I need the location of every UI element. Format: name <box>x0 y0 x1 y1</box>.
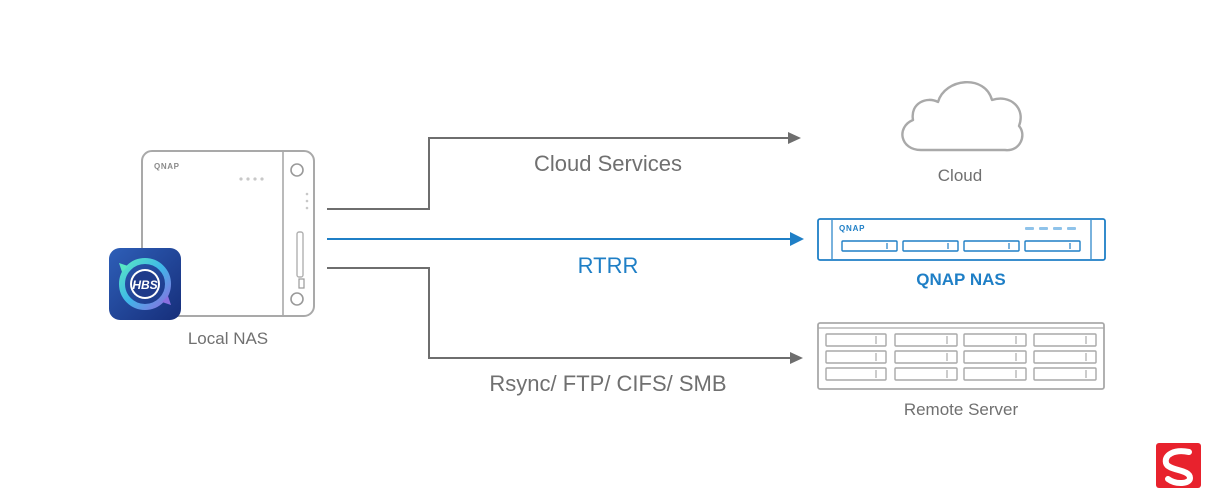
cloud-services-connector <box>327 132 801 210</box>
arrow-right-icon <box>790 352 803 364</box>
local-nas-brand: QNAP <box>154 162 180 171</box>
s-logo-icon <box>1156 443 1201 488</box>
local-nas-device: QNAP <box>141 150 315 317</box>
arrow-right-icon <box>790 232 804 246</box>
qnap-nas-label: QNAP NAS <box>916 270 1005 289</box>
drive-slot <box>296 231 304 278</box>
indicator-leds <box>305 192 309 210</box>
cloud-label: Cloud <box>938 166 982 185</box>
hbs-badge-label: HBS <box>132 278 157 292</box>
rtrr-label: RTRR <box>578 253 639 278</box>
qnap-rack-nas: QNAP <box>817 218 1106 261</box>
cloud-services-label: Cloud Services <box>534 151 682 176</box>
rsync-label: Rsync/ FTP/ CIFS/ SMB <box>489 371 726 396</box>
rack-leds <box>1025 227 1076 230</box>
rack-drive-bays <box>841 240 1081 252</box>
copy-button <box>290 292 304 306</box>
arrow-right-icon <box>788 132 801 144</box>
usb-port <box>298 278 305 289</box>
remote-server-label: Remote Server <box>904 400 1019 419</box>
hbs-sync-icon: HBS <box>109 248 181 320</box>
power-button <box>290 163 304 177</box>
qnap-nas-brand: QNAP <box>839 224 865 233</box>
remote-server-icon <box>817 322 1105 390</box>
rack-drive-latches <box>886 243 1071 249</box>
status-dots <box>239 177 264 181</box>
cloud-icon <box>901 81 1024 152</box>
local-nas-label: Local NAS <box>188 329 268 348</box>
rsync-connector <box>327 267 803 364</box>
rtrr-connector <box>327 232 804 246</box>
